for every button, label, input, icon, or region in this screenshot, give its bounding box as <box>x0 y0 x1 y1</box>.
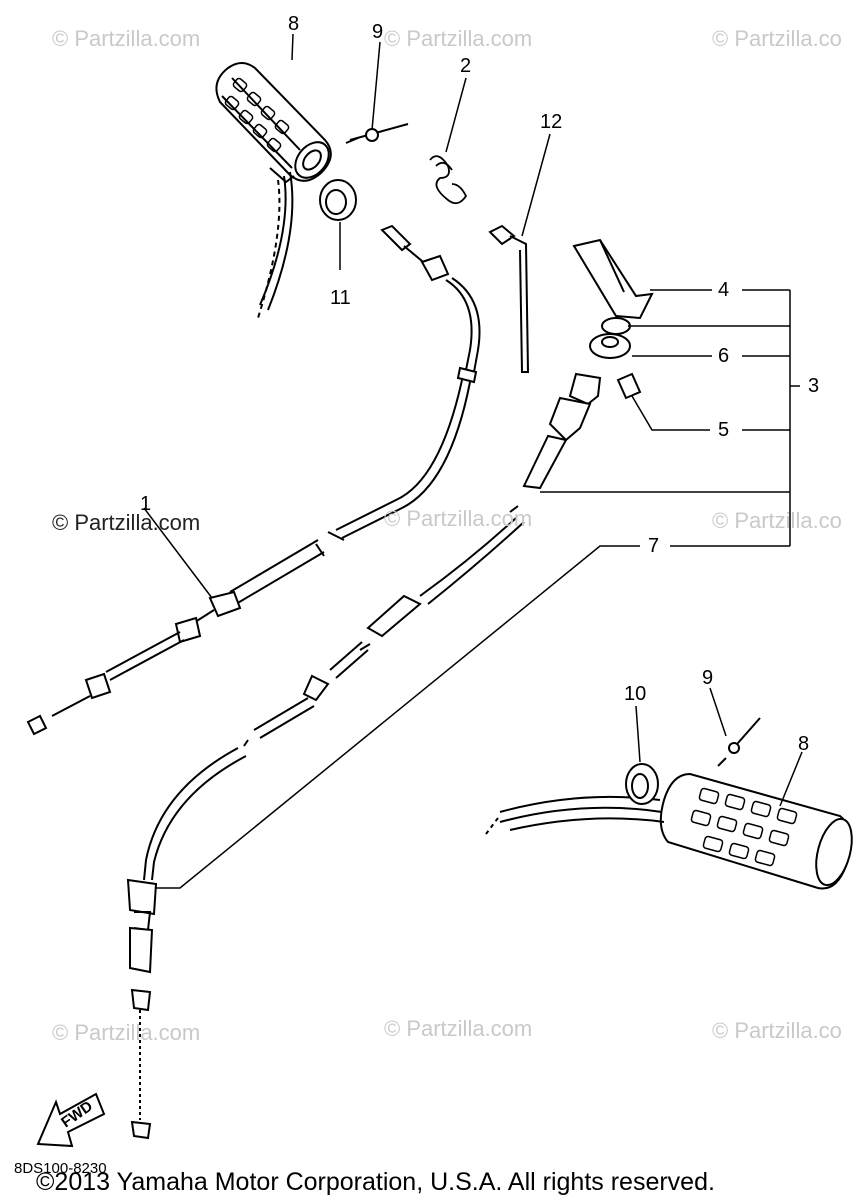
diagram-code: 8DS100-8230 <box>14 1160 107 1177</box>
callout-10: 10 <box>624 683 647 705</box>
watermark: © Partzilla.com <box>52 1020 201 1045</box>
callout-5: 5 <box>718 419 730 441</box>
throttle-cable-end <box>522 372 602 490</box>
watermark: © Partzilla.com <box>52 510 201 535</box>
collar-bottom <box>625 763 659 805</box>
callout-11: 11 <box>330 287 351 309</box>
callout-9: 9 <box>372 21 384 43</box>
callout-3: 3 <box>808 375 820 397</box>
pin-top <box>345 123 409 144</box>
collar-top <box>319 179 357 221</box>
callout-4: 4 <box>718 279 730 301</box>
copyright-notice: ©2013 Yamaha Motor Corporation, U.S.A. A… <box>36 1168 715 1196</box>
watermark: © Partzilla.com <box>384 1016 533 1041</box>
watermark: © Partzilla.co <box>712 508 842 533</box>
callout-6: 6 <box>718 345 730 367</box>
watermark: © Partzilla.com <box>384 26 533 51</box>
callout-2: 2 <box>460 55 472 77</box>
callout-12: 12 <box>540 111 563 133</box>
watermark: © Partzilla.co <box>712 26 842 51</box>
fwd-arrow <box>36 1092 106 1148</box>
watermark: © Partzilla.com <box>52 26 201 51</box>
lever-assembly <box>572 238 654 400</box>
grip-top-left <box>215 62 332 319</box>
leader-lines <box>143 33 803 889</box>
cable-1 <box>26 224 481 736</box>
callout-8: 8 <box>288 13 300 35</box>
callout-9: 9 <box>702 667 714 689</box>
callout-7: 7 <box>648 535 660 557</box>
watermark: © Partzilla.com <box>384 506 533 531</box>
clip-2 <box>429 155 468 205</box>
callout-1: 1 <box>140 493 152 515</box>
cable-7 <box>126 505 525 1140</box>
cable-tie <box>488 224 530 373</box>
callout-8: 8 <box>798 733 810 755</box>
watermark: © Partzilla.co <box>712 1018 842 1043</box>
pin-bottom <box>717 717 761 767</box>
grip-bottom-right <box>485 772 853 890</box>
